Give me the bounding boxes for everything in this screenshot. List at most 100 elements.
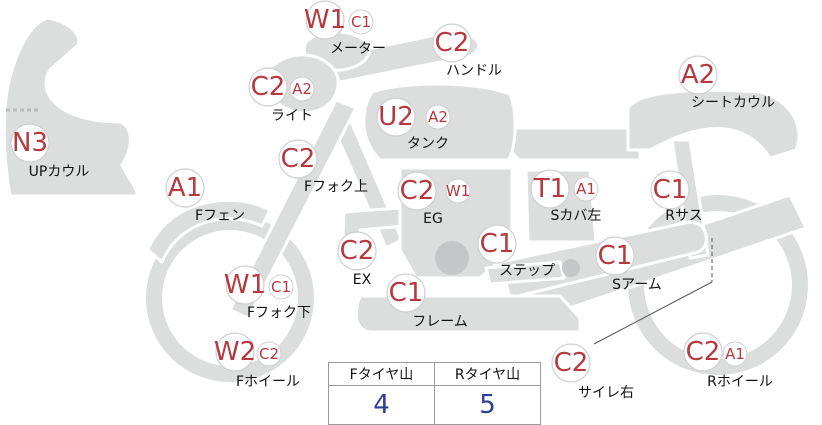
code-bubble [289,76,315,102]
condition-subcode: A1 [725,345,745,363]
condition-code: C1 [653,175,688,205]
muffler-right-leader [593,281,713,345]
code-bubble [386,273,426,313]
part-label-meter: メーター [330,41,386,57]
code-bubble [397,171,437,211]
code-bubble [225,265,265,305]
condition-code: A2 [681,60,715,90]
callout-seatcowl: A2 シートカウル [678,55,775,111]
part-label-ffork-up: Fフォク上 [304,179,368,195]
part-label-scover-l: Sカバ左 [551,208,602,224]
callout-light: C2 A2 ライト [248,67,315,124]
engine-cover-circle [435,241,469,275]
part-label-light: ライト [271,108,313,124]
rear-tread-header: Rタイヤ山 [434,362,541,386]
condition-subcode: C1 [271,278,291,296]
code-bubble [573,176,599,202]
part-label-rsus: Rサス [665,208,702,224]
part-label-exhaust: EX [353,272,372,288]
condition-code: C1 [480,229,515,259]
part-label-handle: ハンドル [446,63,502,79]
motorcycle-silhouette [2,16,810,384]
condition-code: C2 [340,236,375,266]
front-tread-value: 4 [328,385,435,425]
code-bubble [530,169,570,209]
code-bubble [215,332,255,372]
part-label-rwheel: Rホイール [707,374,773,390]
condition-code: C1 [389,278,424,308]
code-bubble [376,97,416,137]
seat-cowl-shape [626,88,801,160]
callout-handle: C2 ハンドル [432,23,502,79]
code-bubble [425,104,451,130]
condition-code: C2 [251,72,286,102]
condition-code: W1 [224,270,266,300]
part-label-engine: EG [423,211,443,227]
part-label-seatcowl: シートカウル [691,95,775,111]
code-bubble [268,274,294,300]
code-bubble [348,9,374,35]
condition-code: W2 [214,337,256,367]
condition-code: C1 [598,241,633,271]
condition-code: W1 [304,5,346,35]
code-bubble [305,0,345,40]
front-tread-header: Fタイヤ山 [328,362,435,386]
condition-subcode: A2 [292,80,312,98]
condition-code: U2 [378,102,414,132]
rear-tread-value: 5 [434,385,541,425]
code-bubble [337,231,377,271]
part-label-tank: タンク [407,136,449,152]
code-bubble [477,224,517,264]
code-bubble [10,123,50,163]
code-bubble [165,168,205,208]
condition-code: N3 [12,128,48,158]
front-fork-shape [228,98,358,320]
condition-code: C2 [281,144,316,174]
condition-code: C2 [400,176,435,206]
part-label-ffork-lo: Fフォク下 [247,305,311,321]
condition-subcode: C2 [259,345,279,363]
code-bubble [683,332,723,372]
part-label-ffender: Fフェン [195,208,245,224]
code-bubble [650,170,690,210]
code-bubble [248,67,288,107]
part-label-fwheel: Fホイール [236,374,300,390]
condition-code: T1 [533,174,566,204]
tire-tread-table: Fタイヤ山 Rタイヤ山 4 5 [328,362,541,425]
code-bubble [551,343,591,383]
step-shape [484,260,566,286]
front-wheel-shape [145,213,315,383]
code-bubble [256,341,282,367]
code-bubble [678,55,718,95]
callout-step: C1 ステップ [477,224,555,279]
code-bubble [445,178,471,204]
tread-header-row: Fタイヤ山 Rタイヤ山 [328,362,541,386]
tread-value-row: 4 5 [328,385,541,425]
code-bubble [278,139,318,179]
code-bubble [432,23,472,63]
part-label-muffler-r: サイレ右 [578,385,634,401]
part-label-step: ステップ [499,263,555,279]
code-bubble [722,341,748,367]
part-label-upcowl: UPカウル [29,164,90,180]
condition-subcode: A1 [576,180,596,198]
condition-code: C2 [686,337,721,367]
condition-code: C2 [435,28,470,58]
front-fender-shape [146,198,272,264]
callout-muffler-r: C2 サイレ右 [551,343,634,401]
condition-code: C2 [554,348,589,378]
code-bubble [595,236,635,276]
